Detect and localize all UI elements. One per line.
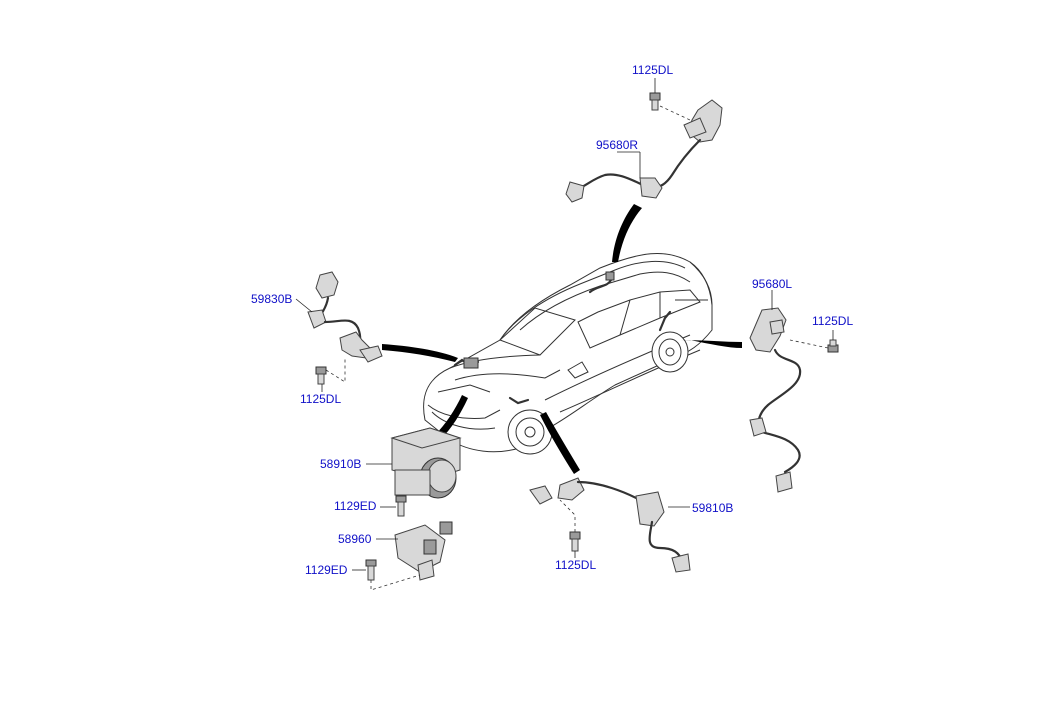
part-label-59830b[interactable]: 59830B: [251, 292, 293, 306]
rear-left-wheel-sensor-assembly[interactable]: [749, 307, 802, 493]
part-label-95680r[interactable]: 95680R: [596, 138, 639, 152]
part-label-59810b[interactable]: 59810B: [692, 501, 734, 515]
abs-hydraulic-module[interactable]: [390, 427, 462, 499]
bolt-icon: [395, 495, 407, 517]
callout-wedges: [382, 204, 742, 474]
abs-mounting-bracket[interactable]: [394, 521, 453, 581]
part-label-95680l[interactable]: 95680L: [752, 277, 793, 291]
bolt-icon: [315, 366, 327, 385]
part-label-1125dl-bottom[interactable]: 1125DL: [555, 558, 597, 572]
bolt-icon: [649, 92, 661, 111]
car-illustration: [423, 252, 713, 455]
part-label-58910b[interactable]: 58910B: [320, 457, 362, 471]
front-right-wheel-sensor-assembly[interactable]: [529, 477, 691, 573]
rear-right-wheel-sensor-assembly[interactable]: [565, 99, 723, 203]
part-label-1129ed-lower[interactable]: 1129ED: [305, 563, 348, 577]
part-label-1125dl-right[interactable]: 1125DL: [812, 314, 854, 328]
front-left-wheel-sensor-assembly[interactable]: [307, 271, 383, 363]
bolt-icon: [827, 339, 839, 353]
part-label-1125dl-top[interactable]: 1125DL: [632, 63, 674, 77]
bolt-icon: [365, 559, 377, 581]
part-label-1129ed-upper[interactable]: 1129ED: [334, 499, 377, 513]
car-harness-marks: [453, 271, 672, 405]
part-label-1125dl-left[interactable]: 1125DL: [300, 392, 342, 406]
part-label-58960[interactable]: 58960: [338, 532, 372, 546]
bolt-icon: [569, 531, 581, 552]
